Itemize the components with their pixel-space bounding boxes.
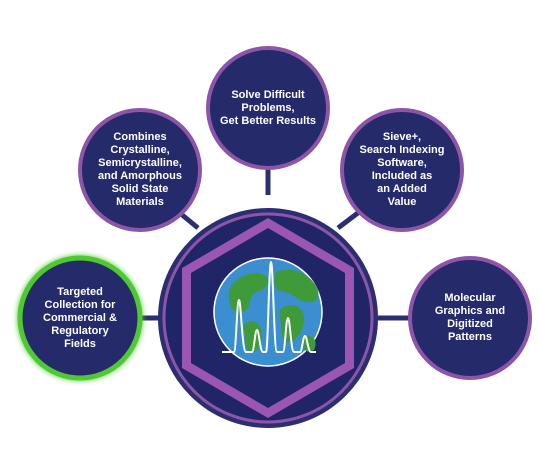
- node-upper-left-circle: [78, 108, 202, 232]
- satellite-nodes: [17, 46, 532, 381]
- node-left: [17, 255, 143, 381]
- globe-landmass: [302, 335, 316, 352]
- node-upper-left: [78, 108, 202, 232]
- globe-landmass: [274, 269, 319, 303]
- node-right: [408, 256, 532, 380]
- spectrum-peaks: [222, 260, 316, 353]
- node-upper-right: [340, 108, 464, 232]
- node-top: [206, 46, 330, 170]
- node-right-circle: [408, 256, 532, 380]
- globe-landmass: [243, 320, 262, 353]
- globe-with-spectrum-peaks-icon: [213, 257, 323, 367]
- node-top-circle: [206, 46, 330, 170]
- node-upper-right-circle: [340, 108, 464, 232]
- center-hub: [158, 208, 378, 428]
- node-left-circle: [17, 255, 143, 381]
